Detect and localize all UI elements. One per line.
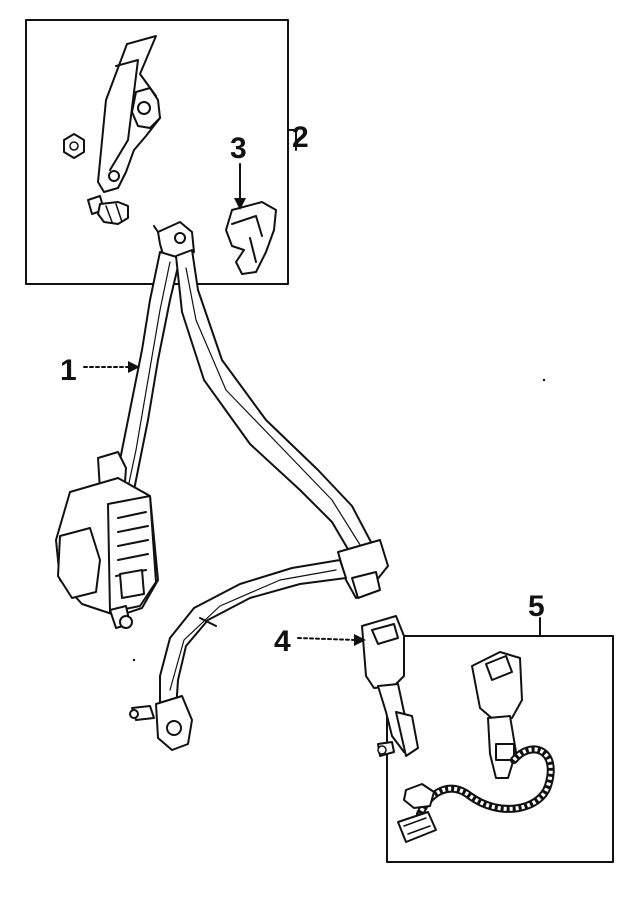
anchor-bolt xyxy=(87,195,129,225)
anchor-nut xyxy=(63,133,85,159)
lower-anchor-plate xyxy=(129,695,193,751)
lap-belt-guide xyxy=(337,539,389,599)
shoulder-strap-rear xyxy=(175,249,373,557)
anchor-cover xyxy=(225,201,277,275)
callout-1: 1 xyxy=(60,354,77,387)
shoulder-lap-belt-assembly xyxy=(55,221,389,751)
wiring-harness xyxy=(397,745,555,843)
callout-4: 4 xyxy=(274,625,291,658)
leader-lines xyxy=(83,129,541,646)
d-ring-anchor-plate xyxy=(97,35,161,193)
callout-5: 5 xyxy=(528,590,545,623)
inset-box-buckle-harness xyxy=(386,635,614,863)
speck xyxy=(542,378,546,382)
buckle-with-harness xyxy=(471,651,523,779)
speck xyxy=(132,658,136,662)
callout-3: 3 xyxy=(230,132,247,165)
seat-belt-buckle xyxy=(361,615,419,757)
belt-retractor xyxy=(55,451,159,629)
inset-box-anchor-kit xyxy=(25,19,289,285)
callout-2: 2 xyxy=(292,121,309,154)
